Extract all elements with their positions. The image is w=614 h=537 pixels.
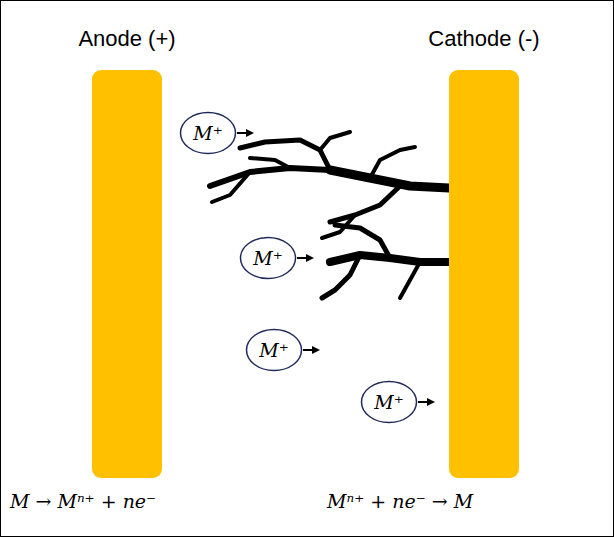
ion-label: M⁺ <box>360 380 418 424</box>
ion-circle: M⁺ <box>239 236 297 280</box>
reaction-equation: Mⁿ⁺ + ne⁻ → M <box>327 490 473 512</box>
ion-label: M⁺ <box>179 111 237 155</box>
electrode-label: Cathode (-) <box>428 26 539 52</box>
ion-circle: M⁺ <box>245 328 303 372</box>
electrode-label: Anode (+) <box>78 26 175 52</box>
ion-circle: M⁺ <box>179 111 237 155</box>
ion-label: M⁺ <box>245 328 303 372</box>
electrode-bar <box>92 70 162 478</box>
dendrites <box>210 132 449 298</box>
ion-circle: M⁺ <box>360 380 418 424</box>
ion-label: M⁺ <box>239 236 297 280</box>
electrode-bar <box>449 70 519 478</box>
ion-arrows <box>237 133 433 402</box>
reaction-equation: M → Mⁿ⁺ + ne⁻ <box>10 490 156 512</box>
cathode-electrode: Cathode (-) Mⁿ⁺ + ne⁻ → M <box>320 0 614 537</box>
